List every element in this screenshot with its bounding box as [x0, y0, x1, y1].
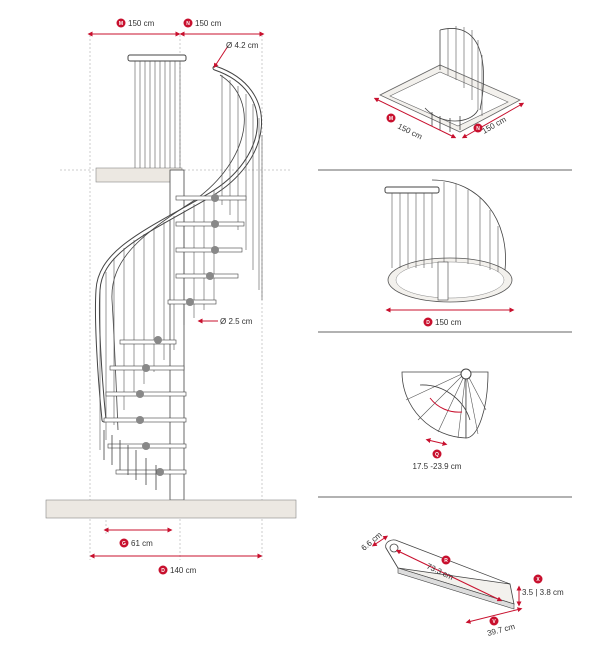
tread-markers: [136, 194, 219, 476]
inner-handrail: [111, 74, 245, 431]
badge-g: G: [122, 541, 126, 547]
label-top-width-m: 150 cm: [128, 19, 155, 28]
badge-view4-v: V: [492, 619, 496, 625]
label-view4-thickness: 3.5 | 3.8 cm: [522, 588, 564, 597]
badge-view1-n: N: [476, 126, 480, 132]
label-width-d: 140 cm: [170, 566, 197, 575]
landing-balusters: [134, 61, 181, 168]
label-view1-m: 150 cm: [396, 122, 424, 142]
right-balusters: [183, 75, 263, 325]
badge-view2-d: D: [426, 320, 430, 326]
label-view4-width: 39.7 cm: [486, 622, 516, 638]
label-width-g: 61 cm: [131, 539, 153, 548]
upper-floor: [95, 167, 183, 183]
ground-floor: [45, 499, 297, 519]
badge-view3-q: Q: [435, 452, 439, 458]
opening-isometric-view: [373, 26, 525, 139]
badge-view1-m: M: [389, 116, 393, 122]
label-baluster-diameter: Ø 2.5 cm: [220, 317, 253, 326]
label-view3-q: 17.5 -23.9 cm: [413, 462, 462, 471]
label-top-width-n: 150 cm: [195, 19, 222, 28]
badge-view4-r: R: [444, 558, 448, 564]
badge-m: M: [119, 21, 123, 27]
badge-n: N: [186, 21, 190, 27]
main-elevation-view: [45, 31, 297, 560]
label-view2-d: 150 cm: [435, 318, 462, 327]
badge-view4-x: X: [536, 577, 540, 583]
center-pole: [169, 169, 185, 501]
landing-handrail: [127, 54, 187, 62]
baluster-feet: [103, 430, 157, 490]
badge-d: D: [161, 568, 165, 574]
circular-opening-view: [384, 179, 515, 313]
label-handrail-diameter: Ø 4.2 cm: [226, 41, 259, 50]
tread-plan-view: [401, 368, 489, 446]
left-balusters: [99, 216, 175, 450]
